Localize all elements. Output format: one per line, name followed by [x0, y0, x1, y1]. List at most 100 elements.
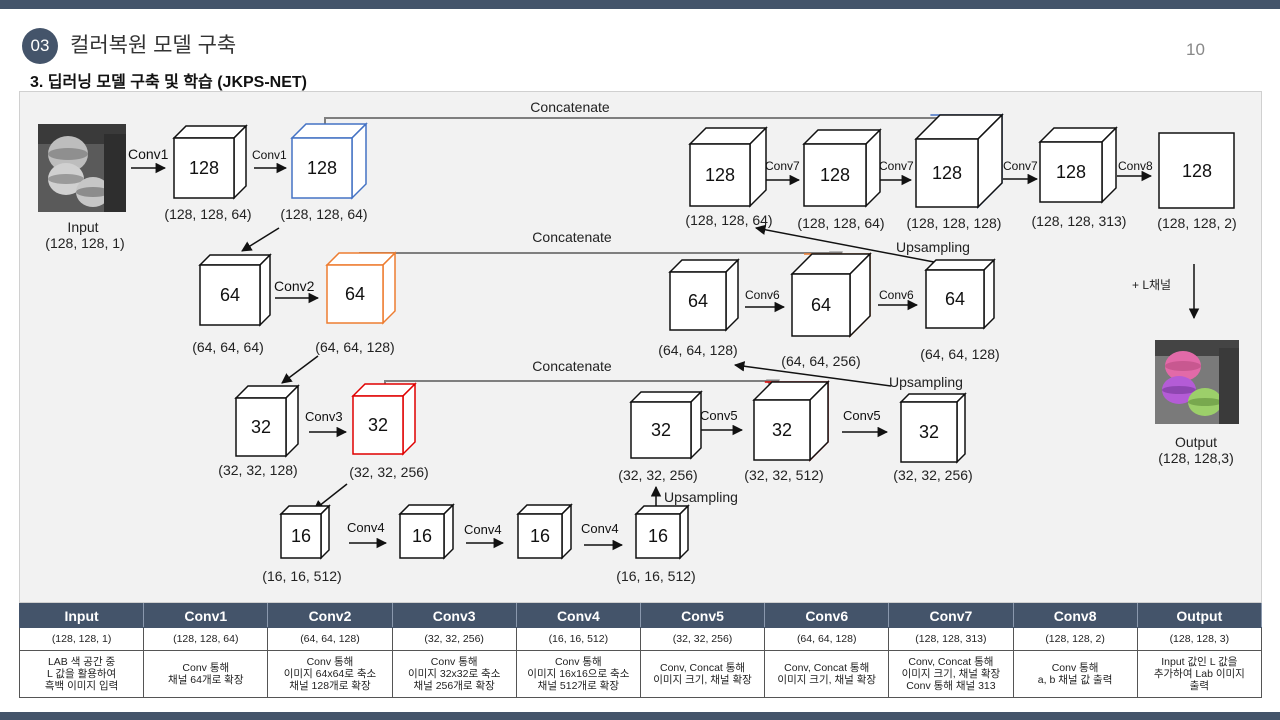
block-side-face	[259, 253, 271, 327]
block-b4-dims: (64, 64, 128)	[315, 339, 395, 355]
output-dims: (128, 128,3)	[1158, 450, 1234, 466]
block-b20: 128	[1038, 126, 1118, 204]
block-side-face	[865, 128, 881, 208]
block-b3-dims: (64, 64, 64)	[192, 339, 264, 355]
block-b16: 64	[924, 258, 996, 330]
concat-label-2: Concatenate	[532, 229, 612, 245]
block-b8: 16	[398, 503, 455, 560]
block-b7: 16	[279, 504, 331, 560]
table-cell: Conv 통해 a, b 채널 값 출력	[1012, 650, 1138, 698]
block-b6-dims: (32, 32, 256)	[349, 464, 429, 480]
table-row-dims: (128, 128, 1) (128, 128, 64) (64, 64, 12…	[18, 627, 1263, 651]
input-image	[38, 124, 126, 212]
table-cell: (128, 128, 3)	[1136, 627, 1263, 651]
upsampling-label-3: Upsampling	[896, 239, 970, 255]
block-b15: 64	[790, 252, 872, 338]
block-front-face	[900, 401, 958, 463]
block-b21-size: 128	[1182, 161, 1212, 181]
block-side-face	[1101, 126, 1117, 204]
concat-line-2	[359, 251, 843, 266]
block-b18-dims: (128, 128, 64)	[797, 215, 885, 231]
label-conv4-c: Conv4	[581, 521, 619, 536]
block-b9: 16	[516, 503, 573, 560]
block-b2-size: 128	[307, 158, 337, 178]
label-conv2: Conv2	[274, 278, 315, 294]
block-b10-dims: (16, 16, 512)	[616, 568, 696, 584]
block-front-face	[517, 513, 563, 559]
block-front-face	[291, 137, 353, 199]
block-front-face	[689, 143, 751, 207]
label-conv7-a: Conv7	[765, 159, 800, 173]
table-header-conv5: Conv5	[639, 603, 766, 628]
upsampling-label-1: Upsampling	[664, 489, 738, 505]
block-b1-size: 128	[189, 158, 219, 178]
table-cell: Conv, Concat 통해 이미지 크기, 채널 확장 Conv 통해 채널…	[888, 650, 1014, 698]
top-bar	[0, 0, 1280, 9]
block-front-face	[235, 397, 287, 457]
page-number: 10	[1186, 40, 1205, 59]
block-front-face	[803, 143, 867, 207]
bottom-bar	[0, 712, 1280, 720]
table-header-conv8: Conv8	[1012, 603, 1138, 628]
label-conv4-a: Conv4	[347, 520, 385, 535]
block-b21-dims: (128, 128, 2)	[1157, 215, 1237, 231]
block-b17-dims: (128, 128, 64)	[685, 212, 773, 228]
label-conv5-a: Conv5	[700, 408, 738, 423]
block-side-face	[233, 124, 247, 200]
block-b19-dims: (128, 128, 128)	[906, 215, 1002, 231]
arrow-down-1	[241, 227, 280, 252]
table-header-conv3: Conv3	[391, 603, 517, 628]
block-b11-size: 32	[651, 420, 671, 440]
layer-summary-table: Input Conv1 Conv2 Conv3 Conv4 Conv5 Conv…	[18, 603, 1263, 698]
block-b8-size: 16	[412, 526, 432, 546]
block-front-face	[635, 513, 681, 559]
table-cell: Conv 통해 이미지 64x64로 축소 채널 128개로 확장	[267, 650, 393, 698]
block-b14-dims: (64, 64, 128)	[658, 342, 738, 358]
label-conv6-a: Conv6	[745, 288, 780, 302]
block-b20-size: 128	[1056, 162, 1086, 182]
concat-line-1	[324, 116, 963, 131]
block-b16-size: 64	[945, 289, 965, 309]
block-b15-dims: (64, 64, 256)	[781, 353, 861, 369]
concat-label-3: Concatenate	[532, 358, 612, 374]
block-side-face	[443, 503, 454, 560]
block-front-face	[915, 138, 979, 208]
label-conv7-c: Conv7	[1003, 159, 1038, 173]
block-front-face	[326, 264, 384, 324]
block-b5-size: 32	[251, 417, 271, 437]
table-header-conv7: Conv7	[888, 603, 1014, 628]
block-side-face	[956, 392, 966, 464]
block-b12: 32	[752, 380, 830, 462]
block-side-face	[351, 122, 367, 200]
block-front-face	[753, 399, 811, 461]
block-b6-size: 32	[368, 415, 388, 435]
table-header-conv1: Conv1	[143, 603, 269, 628]
output-image	[1155, 340, 1239, 424]
block-b1: 128	[172, 124, 248, 200]
block-b7-dims: (16, 16, 512)	[262, 568, 342, 584]
block-b13-dims: (32, 32, 256)	[893, 467, 973, 483]
block-side-face	[725, 258, 739, 332]
block-side-face	[983, 258, 995, 330]
block-front-face	[791, 273, 851, 337]
block-side-face	[285, 384, 299, 458]
block-front-face	[280, 513, 322, 559]
block-front-face	[669, 271, 727, 331]
block-b3-size: 64	[220, 285, 240, 305]
block-b4: 64	[325, 251, 397, 325]
concat-label-1: Concatenate	[530, 99, 610, 115]
block-side-face	[679, 504, 689, 560]
block-side-face	[561, 503, 572, 560]
section-number-badge: 03	[22, 28, 58, 64]
table-header-conv4: Conv4	[515, 603, 641, 628]
table-cell: (128, 128, 64)	[143, 627, 269, 651]
block-b18-size: 128	[820, 165, 850, 185]
input-dims: (128, 128, 1)	[45, 235, 125, 251]
table-cell: Conv 통해 이미지 16x16으로 축소 채널 512개로 확장	[515, 650, 641, 698]
table-cell: (32, 32, 256)	[639, 627, 766, 651]
label-conv1-a: Conv1	[128, 146, 169, 162]
block-b11: 32	[629, 390, 703, 460]
block-b13: 32	[899, 392, 967, 464]
table-cell: (128, 128, 313)	[888, 627, 1014, 651]
